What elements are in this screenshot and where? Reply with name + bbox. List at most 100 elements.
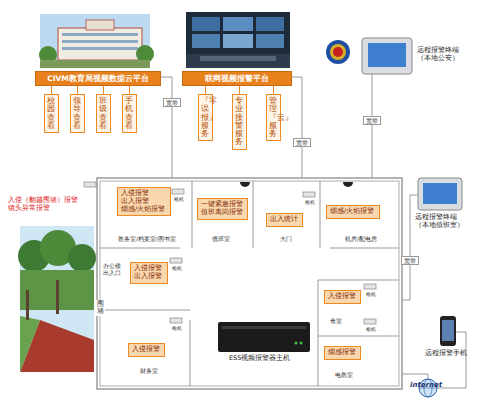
school-photo bbox=[40, 60, 150, 68]
alarm-note: 入侵（翻越围墙）报警 镜头异常报警 bbox=[8, 196, 81, 213]
camera bbox=[364, 284, 376, 289]
alarm-terminal bbox=[362, 38, 412, 74]
camera bbox=[170, 318, 182, 323]
building-plan bbox=[97, 178, 402, 389]
monitor-room-photo bbox=[186, 12, 290, 68]
node-text: 『零误报』服务 bbox=[201, 97, 209, 138]
building-plan bbox=[192, 181, 193, 248]
node-text: 远程报警终端 （本地值班室） bbox=[415, 214, 462, 230]
link-label: 宽带 bbox=[404, 257, 416, 264]
room-name: 教务室/档案室/图书室 bbox=[118, 236, 176, 243]
function-box: 校园查看 bbox=[44, 94, 59, 133]
alarm-terminal bbox=[423, 183, 457, 204]
monitor-room-photo bbox=[186, 12, 290, 68]
dvr-device bbox=[218, 322, 310, 352]
alarm-box: 入侵报警 bbox=[128, 343, 165, 357]
alarm-terminal bbox=[368, 43, 406, 67]
node-text: 烟感/火焰报警 bbox=[330, 208, 374, 216]
link-label: 宽带 bbox=[401, 256, 419, 265]
wall-photo bbox=[26, 290, 29, 320]
node-text: 管理『云』服务 bbox=[269, 97, 277, 138]
camera bbox=[364, 319, 376, 324]
school-photo bbox=[62, 33, 138, 36]
dome-camera bbox=[343, 182, 353, 187]
camera-label: 枪机 bbox=[172, 265, 182, 271]
room-name: 教务室/档案室/图书室 bbox=[118, 236, 176, 243]
node-text: 入侵报警 出入报警 bbox=[134, 265, 163, 281]
room-name: 值班室 bbox=[212, 236, 230, 243]
connector bbox=[273, 86, 274, 94]
room-name: 办公楼 出入口 bbox=[103, 262, 123, 276]
connector bbox=[129, 86, 130, 94]
room-name: 值班室 bbox=[212, 236, 230, 243]
monitor-room-photo bbox=[223, 17, 253, 31]
node-text: 领导查看 bbox=[73, 97, 81, 130]
broadband-wire bbox=[372, 74, 373, 178]
node-text: 一键紧急报警 值班离岗报警 bbox=[201, 201, 243, 217]
alarm-terminal bbox=[418, 178, 462, 210]
phone bbox=[440, 316, 456, 346]
school-photo bbox=[58, 28, 142, 60]
monitor-room-photo bbox=[256, 17, 284, 31]
service-box: 专业接警服务 bbox=[232, 94, 247, 150]
broadband-wire bbox=[161, 77, 172, 178]
connector bbox=[103, 86, 104, 94]
wall-photo bbox=[68, 244, 96, 272]
connector bbox=[239, 86, 240, 94]
police-badge bbox=[326, 40, 350, 64]
police-badge bbox=[326, 40, 350, 64]
node-text: 手机查看 bbox=[125, 97, 133, 130]
building-plan bbox=[97, 178, 402, 389]
school-photo bbox=[86, 20, 114, 30]
building-plan bbox=[253, 181, 254, 248]
alarm-box: 一键紧急报警 值班离岗报警 bbox=[197, 198, 248, 220]
room-name: 财务室 bbox=[140, 368, 158, 375]
dvr-device bbox=[218, 322, 310, 352]
monitor-room-photo bbox=[223, 34, 253, 48]
node-text: 专业接警服务 bbox=[235, 97, 243, 147]
building-plan bbox=[318, 336, 399, 337]
link-label: 宽带 bbox=[293, 138, 311, 147]
camera bbox=[84, 182, 96, 187]
link-label: 宽带 bbox=[166, 99, 178, 106]
alarm-note: 入侵（翻越围墙）报警 镜头异常报警 bbox=[8, 196, 81, 213]
function-box: 班级查看 bbox=[96, 94, 111, 133]
node-text: 入侵报警 出入报警 烟感/火焰报警 bbox=[121, 190, 165, 213]
wall-photo bbox=[20, 316, 40, 372]
phone bbox=[442, 320, 454, 341]
alarm-box: 入侵报警 出入报警 烟感/火焰报警 bbox=[117, 187, 171, 216]
connector bbox=[205, 86, 206, 94]
device-caption: ESS视频报警器主机 bbox=[228, 354, 293, 364]
internet-label: internet bbox=[410, 381, 442, 389]
camera-label: 枪机 bbox=[366, 326, 376, 332]
dvr-device bbox=[222, 326, 306, 329]
service-box: 『零误报』服务 bbox=[198, 94, 213, 141]
platform-band: 联网视频报警平台 bbox=[182, 71, 292, 86]
room-name: 食堂 bbox=[330, 318, 342, 325]
broadband-wire bbox=[292, 77, 302, 178]
camera-label: 枪机 bbox=[172, 325, 182, 331]
function-box: 领导查看 bbox=[70, 94, 85, 133]
room-name: 机房/配电房 bbox=[345, 236, 377, 243]
building-plan bbox=[100, 310, 190, 311]
camera-label: 枪机 bbox=[174, 196, 184, 202]
node-text: 烟感报警 bbox=[328, 349, 356, 357]
phone bbox=[440, 316, 456, 346]
room-name: 电教室 bbox=[335, 372, 353, 379]
node-text: 出入统计 bbox=[270, 216, 298, 224]
school-photo bbox=[40, 14, 150, 68]
link-label: 宽带 bbox=[163, 98, 181, 107]
wall-photo bbox=[56, 280, 59, 314]
alarm-terminal bbox=[362, 38, 462, 210]
building-plan bbox=[100, 248, 180, 249]
node-text: CIVM教育局视频数据云平台 bbox=[47, 74, 149, 83]
camera-label: 枪机 bbox=[366, 291, 376, 297]
node-text: ESS视频报警器主机 bbox=[229, 355, 290, 363]
connectors bbox=[52, 86, 274, 94]
police-badge bbox=[330, 44, 346, 60]
room-name: 大门 bbox=[280, 236, 292, 243]
alarm-box: 入侵报警 bbox=[324, 290, 361, 304]
broadband-wire bbox=[161, 74, 466, 388]
room-name: 机房/配电房 bbox=[345, 236, 377, 243]
internet-label: internet bbox=[410, 381, 442, 389]
